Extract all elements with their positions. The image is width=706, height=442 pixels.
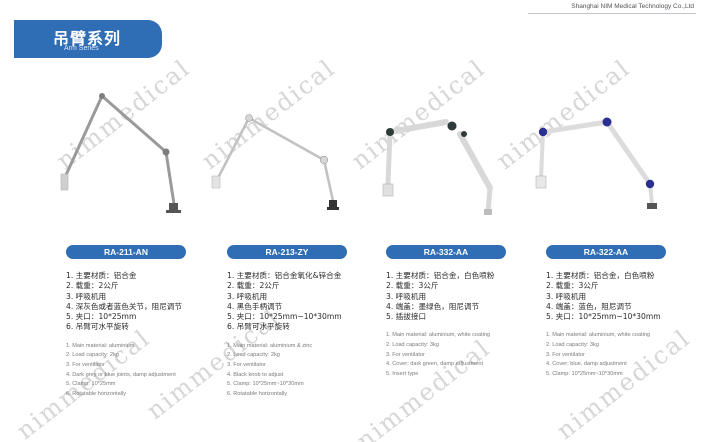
product-card: RA-322-AA 1. 主要材质：铝合金，白色喷粉 2. 载重：3公斤 3. …: [546, 245, 706, 379]
spec-en-item: 2. Load capacity: 3kg: [386, 342, 439, 349]
spec-cn-item: 6. 吊臂可水平旋转: [66, 322, 129, 332]
spec-en-item: 3. For ventilator: [546, 351, 585, 358]
spec-en-item: 1. Main material: aluminium, white coati…: [546, 332, 651, 339]
spec-cn-item: 1. 主要材质：铝合金，白色喷粉: [386, 271, 495, 280]
spec-cn-item: 2. 载重：2公斤: [227, 281, 280, 291]
spec-en-item: 3. For ventilator: [227, 361, 266, 368]
spec-cn-item: 5. 夹口：10*25mm~10*30mm: [227, 312, 342, 322]
spec-en-item: 2. Load capacity: 2kg: [66, 352, 119, 359]
spec-en-item: 5. Clamp: 10*25mm~10*30mm: [546, 370, 623, 377]
spec-cn-item: 3. 呼吸机用: [227, 291, 268, 301]
product-card: RA-211-AN 1. 主要材质：铝合金 2. 载重：2公斤 3. 呼吸机用 …: [66, 245, 228, 399]
product-card: RA-213-ZY 1. 主要材质：铝合金氧化&锌合金 2. 载重：2公斤 3.…: [227, 245, 389, 399]
spec-en-item: 6. Rotatable horizontally: [227, 390, 288, 397]
spec-cn-item: 4. 端盖：墨绿色，阻尼调节: [386, 301, 480, 311]
spec-cn-item: 4. 端盖：蓝色，阻尼调节: [546, 301, 632, 311]
spec-en-item: 1. Main material: aluminium & zinc: [227, 342, 313, 349]
spec-en-item: 1. Main material: aluminium, white coati…: [386, 332, 491, 339]
spec-en-item: 5. Clamp: 10*25mm: [66, 381, 116, 388]
section-banner: [14, 20, 162, 58]
header-divider: [528, 13, 696, 14]
spec-cn-item: 5. 插拔接口: [386, 312, 427, 322]
section-title-en: Arm Series: [64, 45, 99, 52]
spec-en-item: 5. Clamp: 10*25mm~10*30mm: [227, 381, 304, 388]
spec-en-item: 2. Load capacity: 3kg: [546, 342, 599, 349]
arm-image-ra-213-zy: [211, 114, 339, 210]
arm-image-ra-322-aa: [535, 117, 657, 209]
specs-en: 1. Main material: aluminium & zinc 2. Lo…: [227, 342, 389, 400]
spec-en-item: 4. Dark grey or blue joints, damp adjust…: [66, 371, 176, 378]
model-badge: RA-211-AN: [66, 245, 186, 259]
spec-en-item: 4. Black knob to adjust: [227, 371, 284, 378]
model-badge: RA-322-AA: [546, 245, 666, 259]
spec-en-item: 5. Insert type: [386, 370, 419, 377]
spec-cn-item: 3. 呼吸机用: [546, 291, 587, 301]
product-card: RA-332-AA 1. 主要材质：铝合金，白色喷粉 2. 载重：3公斤 3. …: [386, 245, 548, 379]
company-name: Shanghai NIM Medical Technology Co.,Ltd: [571, 3, 694, 10]
spec-en-item: 3. For ventilator: [66, 361, 105, 368]
spec-cn-item: 2. 载重：2公斤: [66, 281, 119, 291]
spec-en-item: 3. For ventilator: [386, 351, 425, 358]
model-badge: RA-213-ZY: [227, 245, 347, 259]
specs-cn: 1. 主要材质：铝合金 2. 载重：2公斤 3. 呼吸机用 4. 深灰色或者蓝色…: [66, 271, 228, 333]
spec-cn-item: 4. 黑色手柄调节: [227, 301, 283, 311]
specs-en: 1. Main material: aluminium 2. Load capa…: [66, 342, 228, 400]
spec-cn-item: 5. 夹口：10*25mm: [66, 312, 137, 322]
spec-en-item: 1. Main material: aluminium: [66, 342, 135, 349]
arm-image-ra-332-aa: [382, 119, 493, 215]
spec-cn-item: 2. 载重：3公斤: [546, 281, 599, 291]
spec-cn-item: 1. 主要材质：铝合金，白色喷粉: [546, 271, 655, 280]
specs-en: 1. Main material: aluminium, white coati…: [386, 331, 548, 379]
specs-cn: 1. 主要材质：铝合金，白色喷粉 2. 载重：3公斤 3. 呼吸机用 4. 端盖…: [386, 271, 548, 322]
spec-cn-item: 1. 主要材质：铝合金氧化&锌合金: [227, 271, 342, 280]
specs-en: 1. Main material: aluminium, white coati…: [546, 331, 706, 379]
spec-cn-item: 1. 主要材质：铝合金: [66, 271, 137, 280]
model-badge: RA-332-AA: [386, 245, 506, 259]
spec-cn-item: 5. 夹口：10*25mm~10*30mm: [546, 312, 661, 322]
spec-cn-item: 3. 呼吸机用: [386, 291, 427, 301]
spec-cn-item: 6. 吊臂可水平旋转: [227, 322, 290, 332]
specs-cn: 1. 主要材质：铝合金，白色喷粉 2. 载重：3公斤 3. 呼吸机用 4. 端盖…: [546, 271, 706, 322]
section-title-cn: 吊臂系列: [53, 29, 122, 48]
spec-en-item: 6. Rotatable horizontally: [66, 390, 127, 397]
arm-image-ra-211-an: [60, 93, 181, 213]
spec-en-item: 4. Cover: blue, damp adjustment: [546, 361, 627, 368]
spec-en-item: 2. Load capacity: 2kg: [227, 352, 280, 359]
specs-cn: 1. 主要材质：铝合金氧化&锌合金 2. 载重：2公斤 3. 呼吸机用 4. 黑…: [227, 271, 389, 333]
spec-cn-item: 4. 深灰色或者蓝色关节，阻尼调节: [66, 301, 182, 311]
spec-cn-item: 2. 载重：3公斤: [386, 281, 439, 291]
spec-cn-item: 3. 呼吸机用: [66, 291, 107, 301]
spec-en-item: 4. Cover: dark green, damp adjustment: [386, 361, 484, 368]
